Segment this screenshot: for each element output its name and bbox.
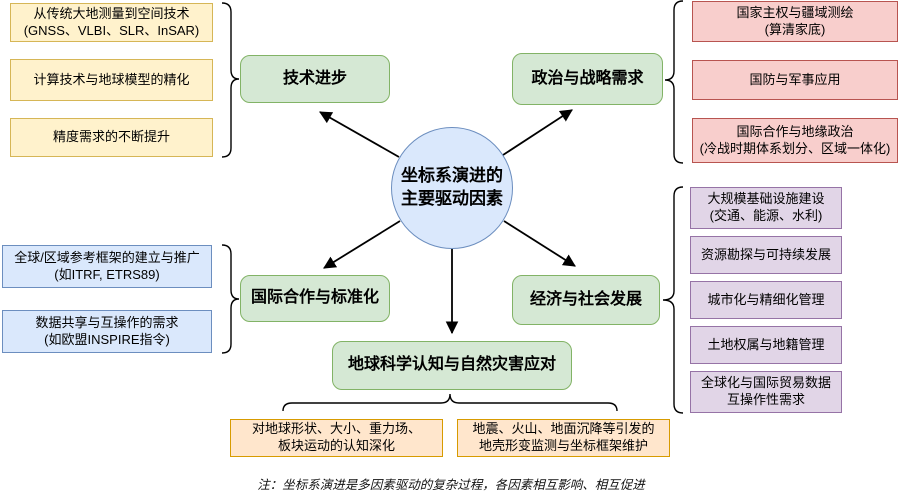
leaf-earth-science-1: 对地球形状、大小、重力场、 板块运动的认知深化 [230, 419, 443, 457]
leaf-technology-3: 精度需求的不断提升 [10, 118, 213, 157]
arrow-to-technology [319, 111, 400, 158]
hub-cooperation: 国际合作与标准化 [240, 275, 390, 322]
arrow-to-cooperation [323, 220, 401, 269]
leaf-economy-3: 城市化与精细化管理 [690, 281, 842, 319]
leaf-economy-4: 土地权属与地籍管理 [690, 326, 842, 364]
hub-politics: 政治与战略需求 [512, 53, 663, 105]
brace-technology [221, 2, 240, 158]
leaf-technology-2: 计算技术与地球模型的精化 [10, 59, 213, 101]
brace-earth-science [282, 393, 618, 412]
leaf-earth-science-2: 地震、火山、地面沉降等引发的 地壳形变监测与坐标框架维护 [457, 419, 670, 457]
leaf-cooperation-2: 数据共享与互操作的需求 (如欧盟INSPIRE指令) [2, 310, 212, 353]
arrow-to-politics [502, 109, 573, 156]
brace-politics [664, 0, 684, 164]
hub-earth-science: 地球科学认知与自然灾害应对 [332, 341, 572, 390]
hub-technology: 技术进步 [240, 55, 390, 103]
leaf-economy-5: 全球化与国际贸易数据 互操作性需求 [690, 371, 842, 413]
brace-economy [662, 186, 684, 414]
leaf-politics-3: 国际合作与地缘政治 (冷战时期体系划分、区域一体化) [692, 118, 898, 163]
footnote: 注：坐标系演进是多因素驱动的复杂过程，各因素相互影响、相互促进 [257, 478, 645, 492]
arrow-to-economy [503, 220, 576, 267]
leaf-economy-2: 资源勘探与可持续发展 [690, 236, 842, 274]
leaf-technology-1: 从传统大地测量到空间技术 (GNSS、VLBI、SLR、InSAR) [10, 3, 213, 42]
leaf-politics-1: 国家主权与疆域测绘 (算清家底) [692, 1, 898, 42]
leaf-cooperation-1: 全球/区域参考框架的建立与推广 (如ITRF, ETRS89) [2, 245, 212, 288]
brace-cooperation [221, 244, 240, 354]
hub-economy: 经济与社会发展 [512, 275, 660, 325]
leaf-economy-1: 大规模基础设施建设 (交通、能源、水利) [690, 187, 842, 229]
center-node: 坐标系演进的 主要驱动因素 [391, 127, 513, 249]
leaf-politics-2: 国防与军事应用 [692, 60, 898, 100]
